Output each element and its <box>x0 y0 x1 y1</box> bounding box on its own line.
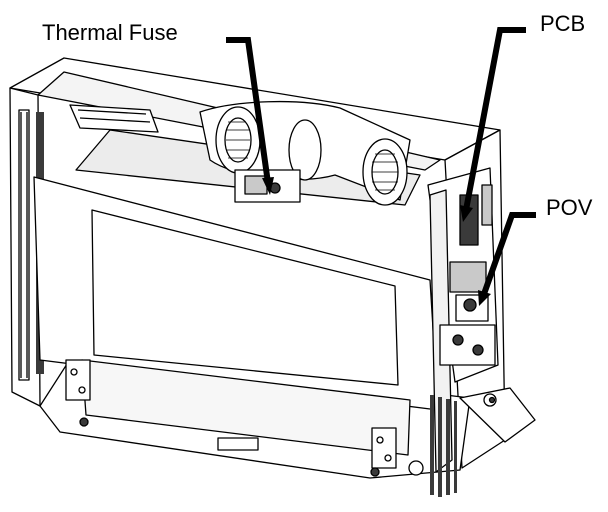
thermal-fuse-label: Thermal Fuse <box>42 20 178 45</box>
pcb-leader <box>463 27 526 211</box>
thermal-fuse-arrowhead <box>262 177 274 195</box>
thermal-fuse-leader <box>226 37 271 184</box>
base-right-extension <box>459 387 536 443</box>
foot-left <box>79 417 89 427</box>
pcb-arrowhead <box>460 205 473 222</box>
bottom-center-bracket <box>217 437 259 451</box>
glass-viewing-area <box>91 209 399 386</box>
right-bracket <box>371 427 397 469</box>
foot-right <box>370 467 380 477</box>
left-frame-vent-strip <box>18 109 30 381</box>
pcb-label: PCB <box>540 11 586 36</box>
pov-valve-assembly <box>439 261 496 366</box>
top-louver-panel <box>69 104 159 133</box>
pov-label: POV <box>546 195 593 220</box>
left-bracket <box>65 359 91 401</box>
pov-arrowhead <box>478 290 491 306</box>
pov-leader <box>481 212 536 296</box>
right-grille-strips <box>430 395 457 497</box>
